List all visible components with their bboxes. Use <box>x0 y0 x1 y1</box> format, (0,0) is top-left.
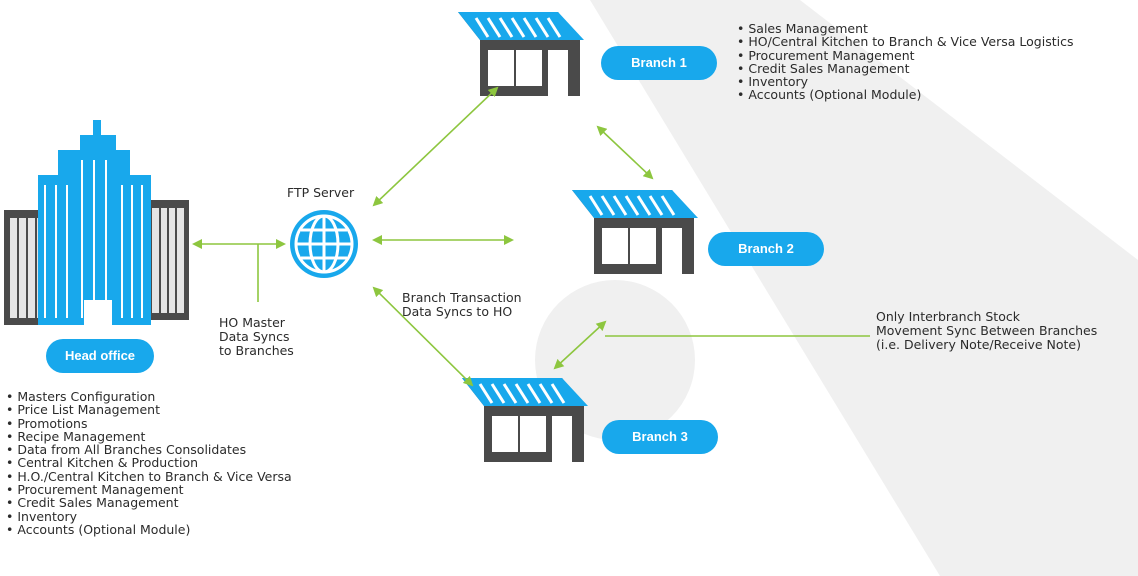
store-icon-branch-3 <box>462 378 588 462</box>
arrow-branch1-branch2 <box>596 125 654 180</box>
list-item: Procurement Management <box>6 483 292 497</box>
branch-3-pill: Branch 3 <box>602 420 718 454</box>
list-item: H.O./Central Kitchen to Branch & Vice Ve… <box>6 469 291 483</box>
list-item: Central Kitchen & Production <box>6 456 292 470</box>
list-item: Credit Sales Management <box>737 62 1073 76</box>
store-icon-branch-1 <box>458 12 584 96</box>
list-item: Inventory <box>6 509 292 523</box>
list-item: Recipe Management <box>6 430 292 444</box>
list-item: Accounts (Optional Module) <box>6 523 292 537</box>
arrow-ftp-branch3 <box>372 286 474 387</box>
list-item: Sales Management <box>737 22 1073 36</box>
store-icon-branch-2 <box>572 190 698 274</box>
ftp-server-label: FTP Server <box>287 185 355 200</box>
list-item: Masters Configuration <box>6 390 292 404</box>
interbranch-sync-label: Only Interbranch Stock Movement Sync Bet… <box>876 309 1098 352</box>
list-item: Credit Sales Management <box>6 496 292 510</box>
list-item: Procurement Management <box>737 48 1073 62</box>
branch-1-pill: Branch 1 <box>601 46 717 80</box>
list-item: Data from All Branches Consolidates <box>6 443 292 457</box>
arrow-branch2-branch3 <box>553 320 607 370</box>
list-item: Promotions <box>6 416 292 430</box>
head-office-building-icon <box>4 120 189 325</box>
list-item: Price List Management <box>6 403 292 417</box>
globe-icon <box>290 210 358 278</box>
head-office-pill: Head office <box>46 339 154 373</box>
branch-2-pill: Branch 2 <box>708 232 824 266</box>
list-item: HO/Central Kitchen to Branch & Vice Vers… <box>737 35 1073 49</box>
head-office-feature-list: Masters Configuration Price List Managem… <box>6 390 292 537</box>
branch-1-feature-list: Sales Management HO/Central Kitchen to B… <box>737 22 1073 102</box>
list-item: Inventory <box>737 75 1073 89</box>
list-item: Accounts (Optional Module) <box>737 88 1073 102</box>
ho-master-sync-label: HO Master Data Syncs to Branches <box>219 315 294 358</box>
branch-transaction-sync-label: Branch Transaction Data Syncs to HO <box>402 290 522 319</box>
arrow-ftp-branch1 <box>372 86 499 207</box>
